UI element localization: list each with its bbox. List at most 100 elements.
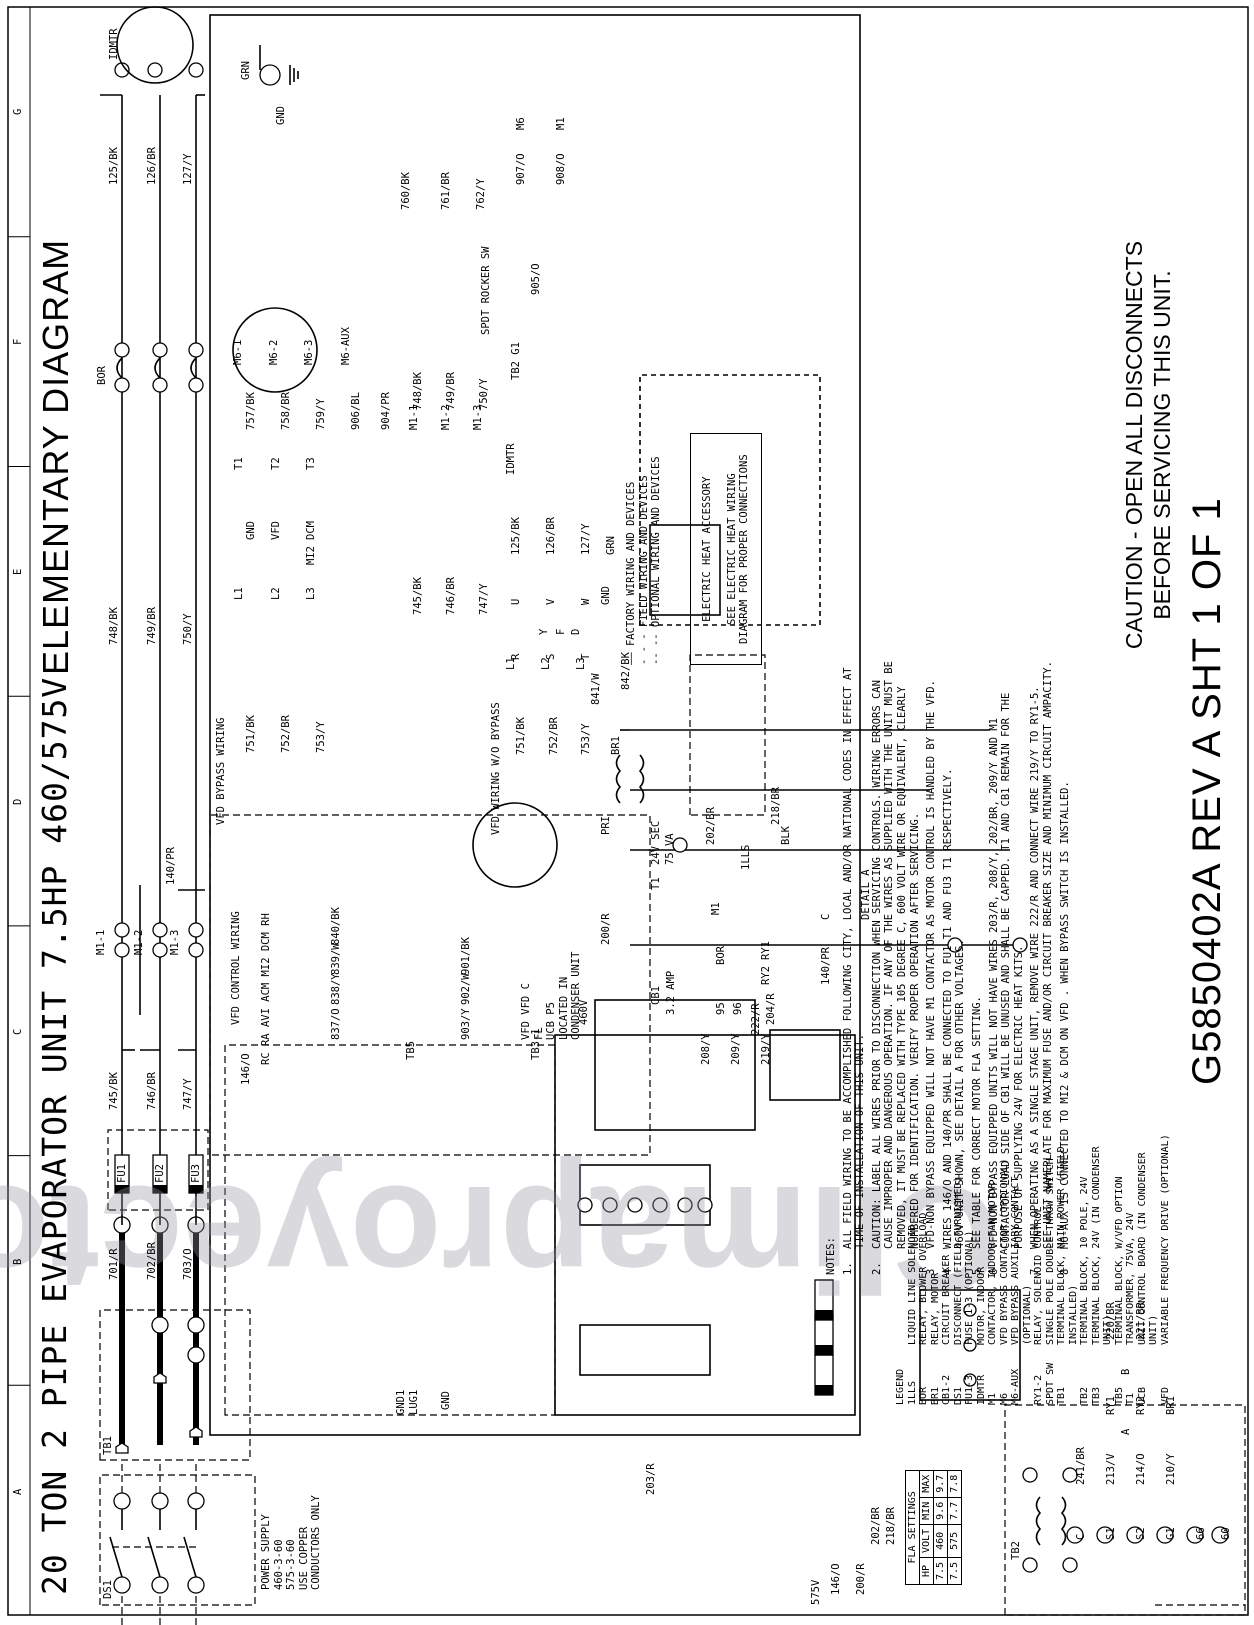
tb5-label: TB5 <box>405 1041 417 1060</box>
vfd-control-heading: VFD CONTROL WIRING <box>230 911 242 1025</box>
wire-757: 757/BK <box>245 392 257 430</box>
tb2-g1: G1 <box>1165 1527 1177 1540</box>
ry1-label: RY1 <box>760 941 772 960</box>
m6-1-label: M6-1 <box>232 339 244 365</box>
sec-label: 24V SEC <box>650 820 662 865</box>
tb2-66: 66 <box>1195 1527 1207 1540</box>
lower-idmtr: IDMTR <box>505 443 517 475</box>
wire-210: 210/Y <box>1165 1453 1177 1485</box>
wire-209: 209/Y <box>730 1033 742 1065</box>
bor-96: 96 <box>732 1002 744 1015</box>
wire-213: 213/V <box>1105 1453 1117 1485</box>
detail-a-transformer <box>1022 1467 1078 1573</box>
wire-214: 214/O <box>1135 1453 1147 1485</box>
wo-gnd: GND <box>600 586 612 605</box>
m1-2-label: M1-2 <box>133 929 145 955</box>
grid-g: G <box>12 108 24 115</box>
m1-3-label: M1-3 <box>169 929 181 955</box>
tb2-s2: S2 <box>1135 1527 1147 1540</box>
wire-760: 760/BK <box>400 172 412 210</box>
ills-label: 1LLS <box>740 844 752 870</box>
wo-d: D <box>570 628 582 635</box>
wire-749: 749/BR <box>146 607 158 645</box>
wo-y: Y <box>538 628 550 635</box>
tb2-strip <box>1066 1526 1245 1606</box>
grid-c: C <box>12 1028 24 1035</box>
vfd-mi2: MI2 <box>305 546 317 565</box>
wire-902: 902/W <box>460 973 472 1005</box>
wire-701: 701/R <box>108 1248 120 1280</box>
grid-column-ticks <box>8 236 30 1386</box>
wire-219: 219/Y <box>760 1033 772 1065</box>
grid-b: B <box>12 1258 24 1265</box>
wo-wire-752: 752/BR <box>548 717 560 755</box>
vfd-gnd: GND <box>245 521 257 540</box>
wire-745: 745/BK <box>108 1072 120 1110</box>
wire-140: 140/PR <box>165 847 177 885</box>
wire-200: 200/R <box>600 913 612 945</box>
wire-241: 241/BR <box>1075 1447 1087 1485</box>
wire-906: 906/BL <box>350 392 362 430</box>
detail-wire-200: 200/R <box>855 1563 867 1595</box>
br1-vfd-label: BR1 <box>610 736 622 755</box>
wo-w: W <box>580 598 592 605</box>
cb1-label: CB1 <box>650 986 662 1005</box>
wire-753: 753/Y <box>315 721 327 753</box>
lower-wire-126: 126/BR <box>545 517 557 555</box>
vfd-t1: T1 <box>233 457 245 470</box>
vfd-l2: L2 <box>270 587 282 600</box>
unit-boundary <box>209 14 861 1436</box>
line-type-legend: —— FACTORY WIRING AND DEVICES - - - FIEL… <box>625 456 662 665</box>
wire-751: 751/BK <box>245 715 257 753</box>
wire-838: 838/Y <box>330 973 342 1005</box>
note-item: 1.ALL FIELD WIRING TO BE ACCOMPLISHED FO… <box>841 667 867 1275</box>
wire-202: 202/BR <box>705 807 717 845</box>
ucb-box <box>769 1029 841 1101</box>
wo-wire-753: 753/Y <box>580 723 592 755</box>
wire-204: 204/R <box>765 993 777 1025</box>
wire-747: 747/Y <box>182 1078 194 1110</box>
wire-125: 125/BK <box>108 147 120 185</box>
wire-903: 903/Y <box>460 1008 472 1040</box>
tb3-label: TB3-1 <box>530 1028 542 1060</box>
tb1-box <box>99 1309 251 1461</box>
wire-146: 146/O <box>240 1053 252 1085</box>
coil-a: A <box>1120 1428 1132 1435</box>
vfd-vfd: VFD <box>270 521 282 540</box>
vfd-control-area <box>554 1034 856 1416</box>
detail-wire-218: 218/BR <box>885 1507 897 1545</box>
lower-grn: GRN <box>605 536 617 555</box>
idmtr-top <box>114 6 299 86</box>
blk-label: BLK <box>780 826 792 845</box>
vfd-dcm: DCM <box>305 521 317 540</box>
wire-908: 908/O <box>555 153 567 185</box>
volt575-label: 575V <box>810 1579 822 1605</box>
tb2-g1-label: TB2 G1 <box>510 342 522 380</box>
detail-wire-146: 146/O <box>830 1563 842 1595</box>
grid-e: E <box>12 568 24 575</box>
vfd-wo-heading: VFD WIRING W/O BYPASS <box>490 702 502 835</box>
bor-overloads <box>114 342 204 393</box>
wire-208: 208/Y <box>700 1033 712 1065</box>
wire-839: 839/W <box>330 943 342 975</box>
wire-840: 840/BK <box>330 907 342 945</box>
wire-905: 905/O <box>530 263 542 295</box>
ds1-label: DS1 <box>102 1580 114 1599</box>
note-item: 2.CAUTION: LABEL ALL WIRES PRIOR TO DISC… <box>870 661 921 1275</box>
wire-904: 904/PR <box>380 392 392 430</box>
wo-v: V <box>545 598 557 605</box>
field-supply-wires <box>121 1460 197 1625</box>
page-subtitle: ELEMENTARY DIAGRAM <box>35 238 76 675</box>
t1-label: T1 <box>650 877 662 890</box>
